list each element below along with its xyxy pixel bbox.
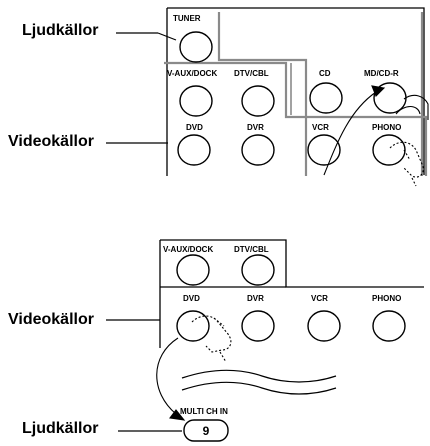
top-key-dvd[interactable]: DVD (177, 123, 211, 166)
top-key-dvr[interactable]: DVR (241, 123, 275, 166)
bottom-key-dvr-label: DVR (247, 294, 264, 303)
bottom-key-dtv-cbl-button[interactable] (241, 254, 275, 286)
top-key-v-aux-dock-label: V-AUX/DOCK (167, 69, 217, 78)
panel-break-wave-bottom (181, 381, 337, 395)
top-remote-panel (164, 7, 428, 176)
bottom-transfer-arrow (156, 337, 186, 421)
bottom-key-dvr-button[interactable] (241, 310, 275, 342)
top-press-arrow (323, 91, 377, 176)
bottom-key-dvd-label: DVD (183, 294, 200, 303)
top-hand-lower-dotted-2 (403, 149, 417, 187)
top-key-dtv-cbl-label: DTV/CBL (234, 69, 269, 78)
top-key-dvd-button[interactable] (177, 134, 211, 166)
bottom-key-phono-button[interactable] (372, 310, 406, 342)
bottom-key-v-aux-dock-button[interactable] (176, 254, 210, 286)
top-key-phono[interactable]: PHONO (372, 123, 406, 166)
top-key-tuner[interactable]: TUNER (173, 14, 213, 63)
bottom-key-dvr[interactable]: DVR (241, 294, 275, 342)
bottom-hand-outline-2 (213, 317, 227, 363)
bottom-key-phono[interactable]: PHONO (372, 294, 406, 342)
top-press-hand-icon (323, 85, 429, 187)
top-key-dtv-cbl[interactable]: DTV/CBL (234, 69, 275, 117)
top-key-v-aux-dock[interactable]: V-AUX/DOCK (167, 69, 217, 117)
bottom-key-phono-label: PHONO (372, 294, 401, 303)
top-key-vcr[interactable]: VCR (307, 123, 341, 166)
bottom-transfer-arrow-curve (156, 337, 179, 415)
top-hand-upper (403, 94, 429, 120)
top-key-phono-button[interactable] (372, 134, 406, 166)
bottom-key-vcr[interactable]: VCR (307, 294, 341, 342)
bottom-panel-outline (160, 239, 424, 288)
bottom-key-vcr-label: VCR (311, 294, 328, 303)
bottom-audio-sources-label: Ljudkällor (22, 420, 99, 437)
bottom-key-multi-ch-in-label: MULTI CH IN (180, 407, 228, 416)
top-key-cd[interactable]: CD (309, 69, 343, 114)
top-key-tuner-label: TUNER (173, 14, 201, 23)
top-key-dvr-label: DVR (247, 123, 264, 132)
top-audio-sources-label: Ljudkällor (22, 22, 99, 39)
top-key-cd-label: CD (319, 69, 331, 78)
top-video-group-border (164, 61, 428, 176)
top-key-vcr-label: VCR (312, 123, 329, 132)
bottom-key-multi-ch-in[interactable]: MULTI CH IN 9 (180, 407, 229, 442)
top-key-vcr-button[interactable] (307, 134, 341, 166)
top-key-dtv-cbl-button[interactable] (241, 85, 275, 117)
top-hand-lower-dotted (389, 141, 424, 178)
bottom-hand-outline (191, 315, 232, 353)
bottom-key-v-aux-dock-label: V-AUX/DOCK (163, 245, 213, 254)
bottom-key-v-aux-dock[interactable]: V-AUX/DOCK (163, 245, 213, 286)
bottom-video-sources-label: Videokällor (8, 311, 94, 328)
bottom-press-hand-icon (191, 315, 232, 363)
top-key-cd-button[interactable] (309, 82, 343, 114)
top-key-dvr-button[interactable] (241, 134, 275, 166)
bottom-key-dtv-cbl-label: DTV/CBL (234, 245, 269, 254)
bottom-key-dtv-cbl[interactable]: DTV/CBL (234, 245, 275, 286)
bottom-key-vcr-button[interactable] (307, 310, 341, 342)
panel-break-wave (181, 369, 337, 395)
top-key-dvd-label: DVD (186, 123, 203, 132)
top-press-arrow-head (371, 85, 386, 97)
bottom-key-dvd[interactable]: DVD (176, 294, 210, 342)
panel-break-wave-top (181, 369, 337, 383)
top-video-sources-label: Videokällor (8, 133, 94, 150)
bottom-key-multi-ch-in-button[interactable] (183, 419, 229, 442)
top-key-md-cd-r[interactable]: MD/CD-R (364, 69, 407, 114)
top-key-phono-label: PHONO (372, 123, 401, 132)
bottom-key-dvd-button[interactable] (176, 310, 210, 342)
bottom-key-multi-ch-in-number: 9 (203, 424, 210, 438)
top-key-md-cd-r-label: MD/CD-R (364, 69, 399, 78)
top-hand-upper-2 (395, 105, 421, 115)
top-key-v-aux-dock-button[interactable] (179, 85, 213, 117)
bottom-remote-panel (159, 239, 424, 348)
bottom-transfer-arrow-head (169, 409, 186, 421)
top-audio-leader-line-2 (157, 32, 177, 41)
top-key-tuner-button[interactable] (179, 31, 213, 63)
